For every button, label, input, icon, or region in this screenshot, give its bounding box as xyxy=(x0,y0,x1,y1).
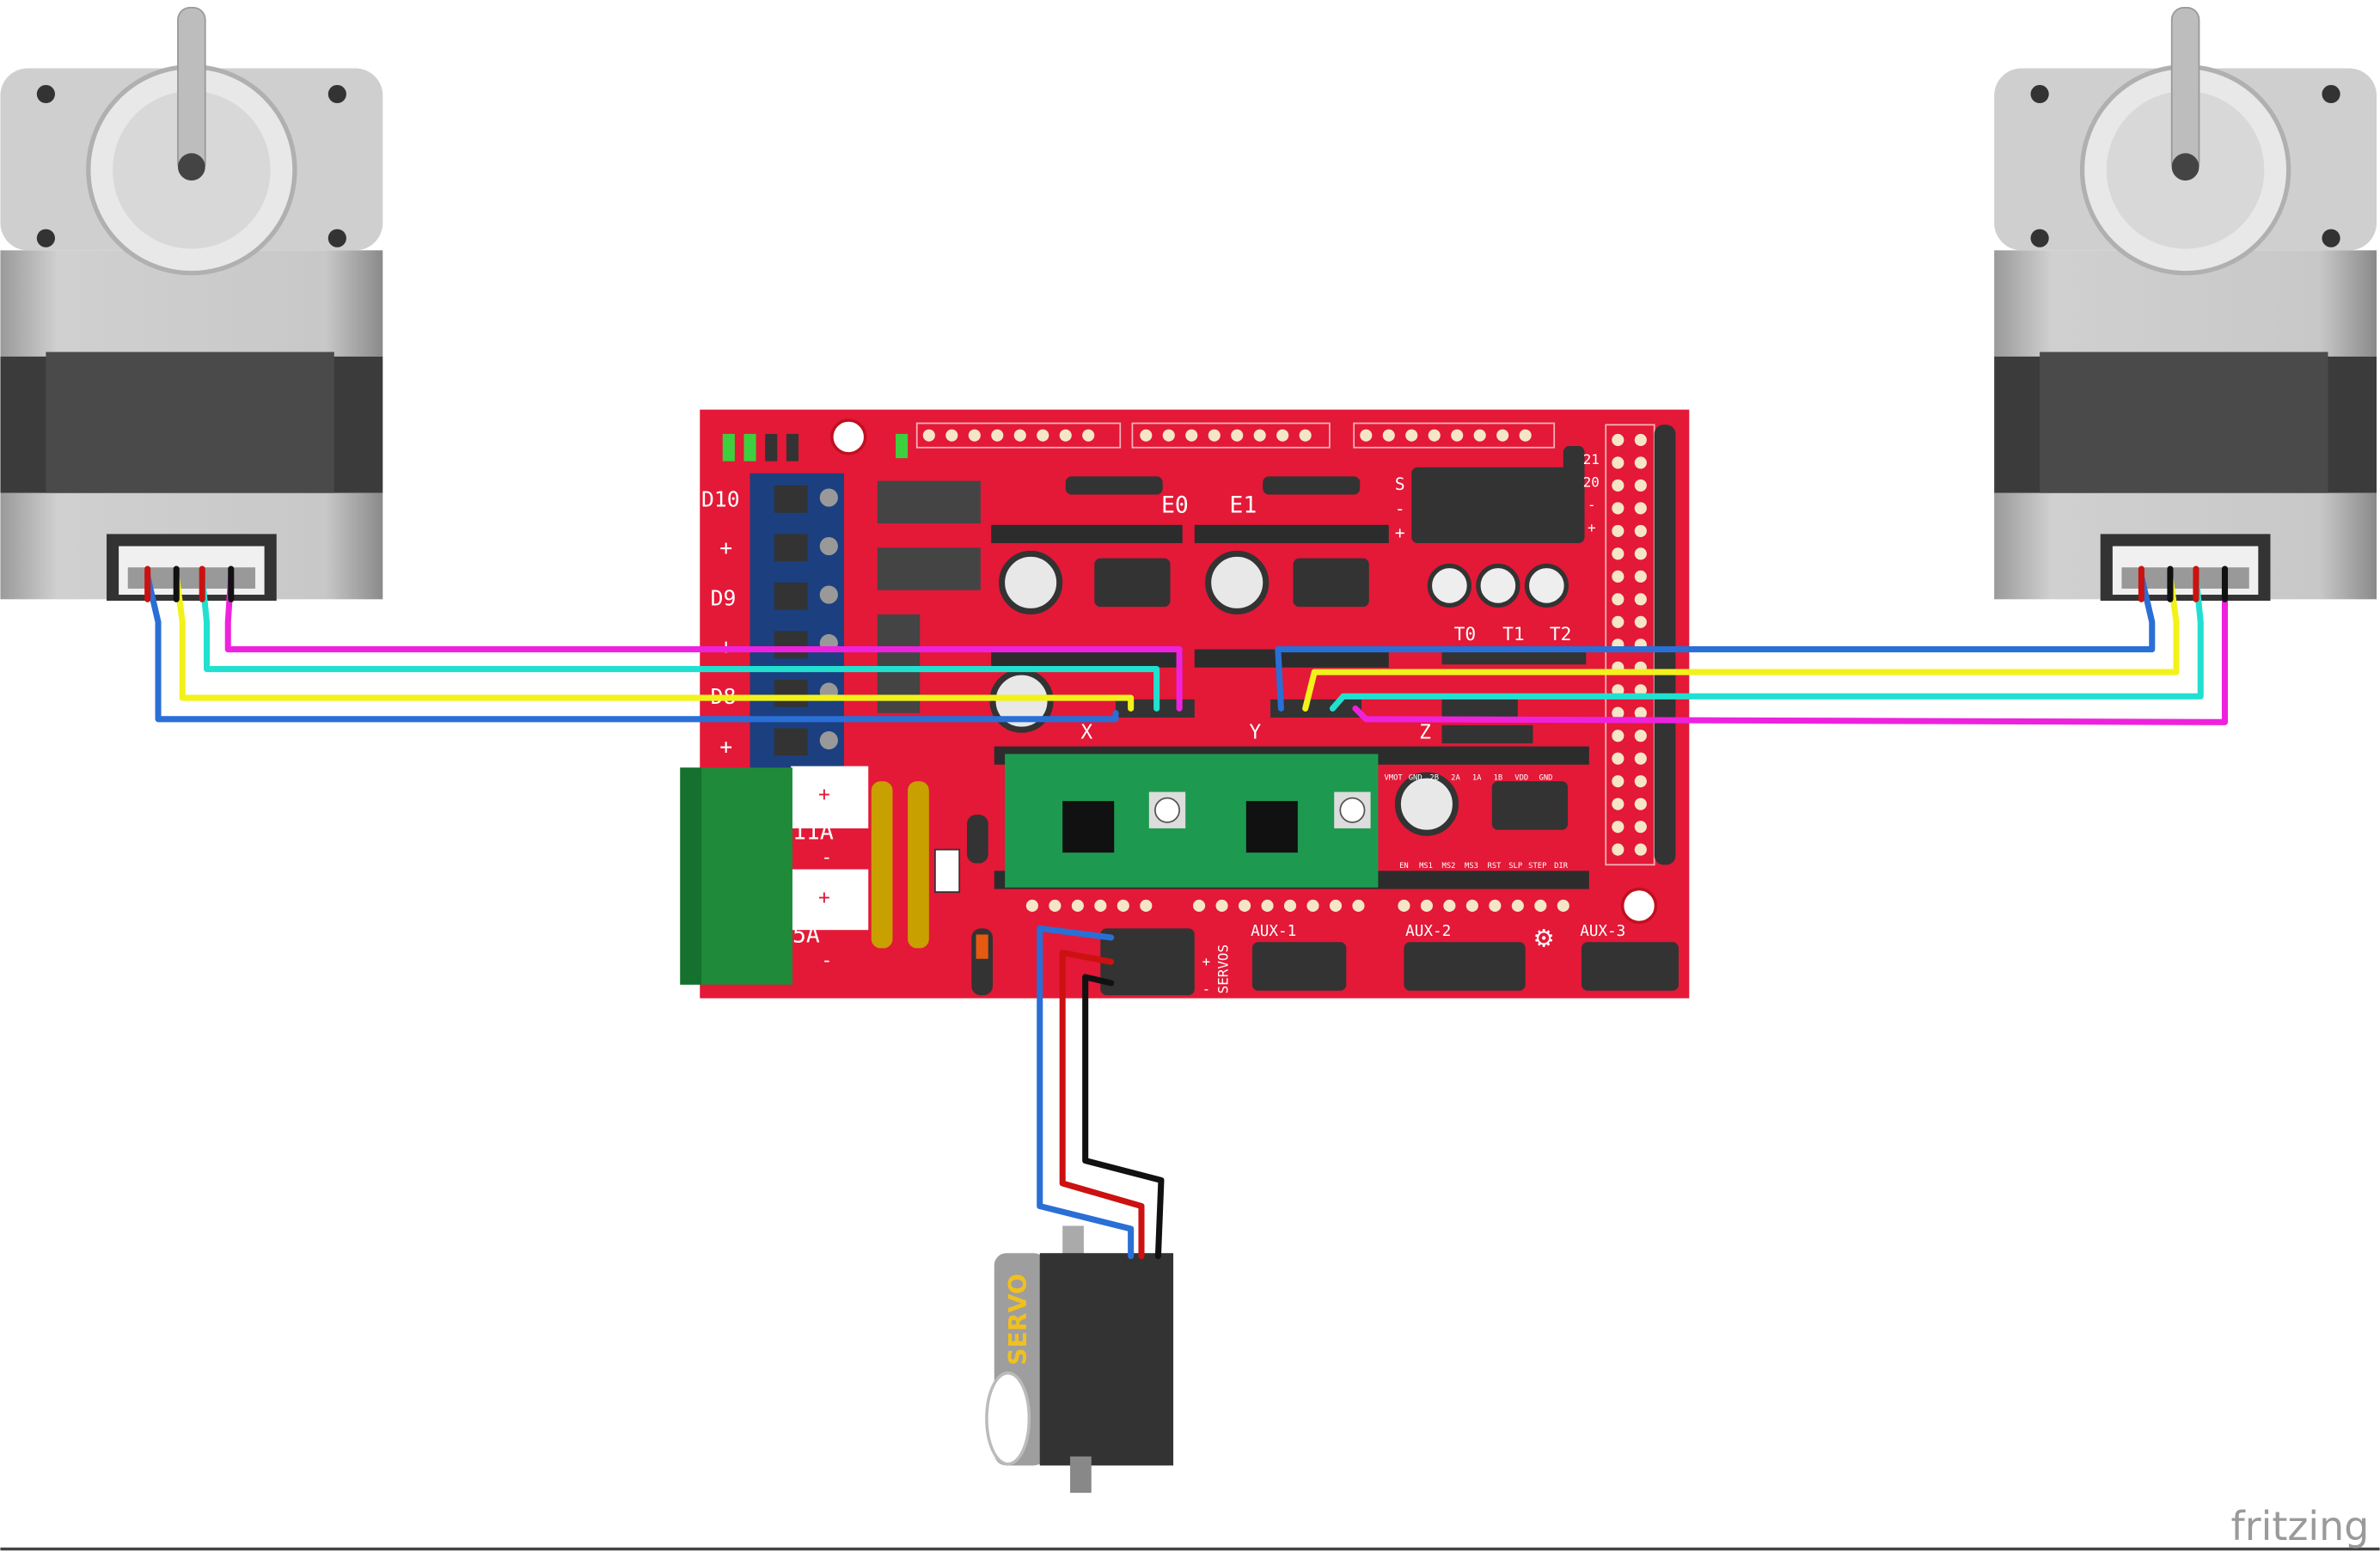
label-aux-1: AUX-1 xyxy=(1251,923,1296,940)
gear-icon: ⚙ xyxy=(1533,925,1554,953)
label-minus: - xyxy=(1395,498,1405,518)
label-x: X xyxy=(1080,722,1092,744)
servo-label: SERVO xyxy=(1004,1274,1032,1366)
svg-text:GND: GND xyxy=(1409,773,1422,782)
wire-left-cyan xyxy=(199,573,1160,712)
label-servo-minus: - xyxy=(1202,981,1211,997)
wire-servo-black xyxy=(1082,974,1165,1260)
stepper-driver-y xyxy=(1193,754,1379,888)
label-d10: D10 xyxy=(701,487,740,512)
label-plus-1: + xyxy=(719,535,732,560)
label-z: Z xyxy=(1419,722,1431,744)
svg-text:2A: 2A xyxy=(1451,773,1460,782)
label-plus: + xyxy=(1395,523,1405,543)
label-plus-3: + xyxy=(719,734,732,759)
label-s: S xyxy=(1395,474,1405,494)
svg-text:EN: EN xyxy=(1399,862,1409,871)
wire-left-yellow xyxy=(173,573,1135,712)
svg-text:SLP: SLP xyxy=(1508,862,1522,871)
fritzing-watermark: fritzing xyxy=(2231,1503,2370,1549)
label-t2: T2 xyxy=(1550,623,1572,645)
svg-text:MS2: MS2 xyxy=(1442,862,1456,871)
wire-right-cyan xyxy=(1329,573,2204,712)
label-y: Y xyxy=(1249,722,1261,744)
label-e0: E0 xyxy=(1161,492,1189,519)
svg-text:1A: 1A xyxy=(1472,773,1482,782)
svg-text:RST: RST xyxy=(1488,862,1502,871)
svg-text:MS3: MS3 xyxy=(1465,862,1478,871)
svg-text:2B: 2B xyxy=(1429,773,1439,782)
wire-right-magenta xyxy=(1352,573,2229,725)
stepper-motor-right xyxy=(1994,8,2377,601)
label-5a: 5A xyxy=(792,921,820,948)
motor-lead-stubs-red xyxy=(144,565,2200,602)
wire-servo-red xyxy=(1059,950,1145,1260)
label-t0: T0 xyxy=(1454,623,1477,645)
driver-bottom-pin-labels: EN MS1 MS2 MS3 RST SLP STEP DIR xyxy=(1399,862,1569,871)
wire-left-magenta xyxy=(224,573,1183,712)
svg-text:DIR: DIR xyxy=(1554,862,1569,871)
svg-text:VMOT: VMOT xyxy=(1384,773,1403,782)
driver-top-pin-labels: VMOT GND 2B 2A 1A 1B VDD GND xyxy=(1384,773,1552,782)
label-e1: E1 xyxy=(1229,492,1257,519)
screw-terminal-block xyxy=(749,473,844,770)
svg-text:VDD: VDD xyxy=(1514,773,1528,782)
label-d9: D9 xyxy=(711,585,737,610)
power-plus-2: + xyxy=(818,887,830,909)
wires xyxy=(144,573,2229,1260)
wire-servo-blue xyxy=(1037,925,1135,1260)
label-aux-3: AUX-3 xyxy=(1580,923,1625,940)
svg-text:STEP: STEP xyxy=(1528,862,1546,871)
wire-left-blue xyxy=(144,573,1119,723)
stepper-motor-left xyxy=(0,8,382,601)
svg-text:MS1: MS1 xyxy=(1419,862,1433,871)
ramps-board: D10 + D9 + D8 + + 11A + 5A - - E0 E1 X Y… xyxy=(680,409,1690,999)
power-plus-1: + xyxy=(818,784,830,806)
label-pin-21: 21 xyxy=(1583,451,1600,467)
stepper-driver-x xyxy=(1005,754,1194,888)
label-t1: T1 xyxy=(1502,623,1525,645)
motor-lead-stubs xyxy=(173,565,2229,602)
wire-right-blue xyxy=(1275,573,2156,712)
label-servo-plus: + xyxy=(1202,954,1211,970)
svg-text:GND: GND xyxy=(1539,773,1553,782)
label-11a: 11A xyxy=(792,818,834,845)
label-aux-2: AUX-2 xyxy=(1405,923,1451,940)
label-servos: SERVOS xyxy=(1215,944,1232,993)
label-pin-minus: - xyxy=(1588,497,1596,513)
label-pin-20: 20 xyxy=(1583,474,1600,491)
svg-text:1B: 1B xyxy=(1494,773,1503,782)
power-minus-2: - xyxy=(822,950,833,971)
power-minus-1: - xyxy=(822,846,833,868)
servo-motor: SERVO xyxy=(985,1225,1174,1494)
label-pin-plus: + xyxy=(1588,520,1596,536)
wire-right-yellow xyxy=(1302,573,2180,712)
